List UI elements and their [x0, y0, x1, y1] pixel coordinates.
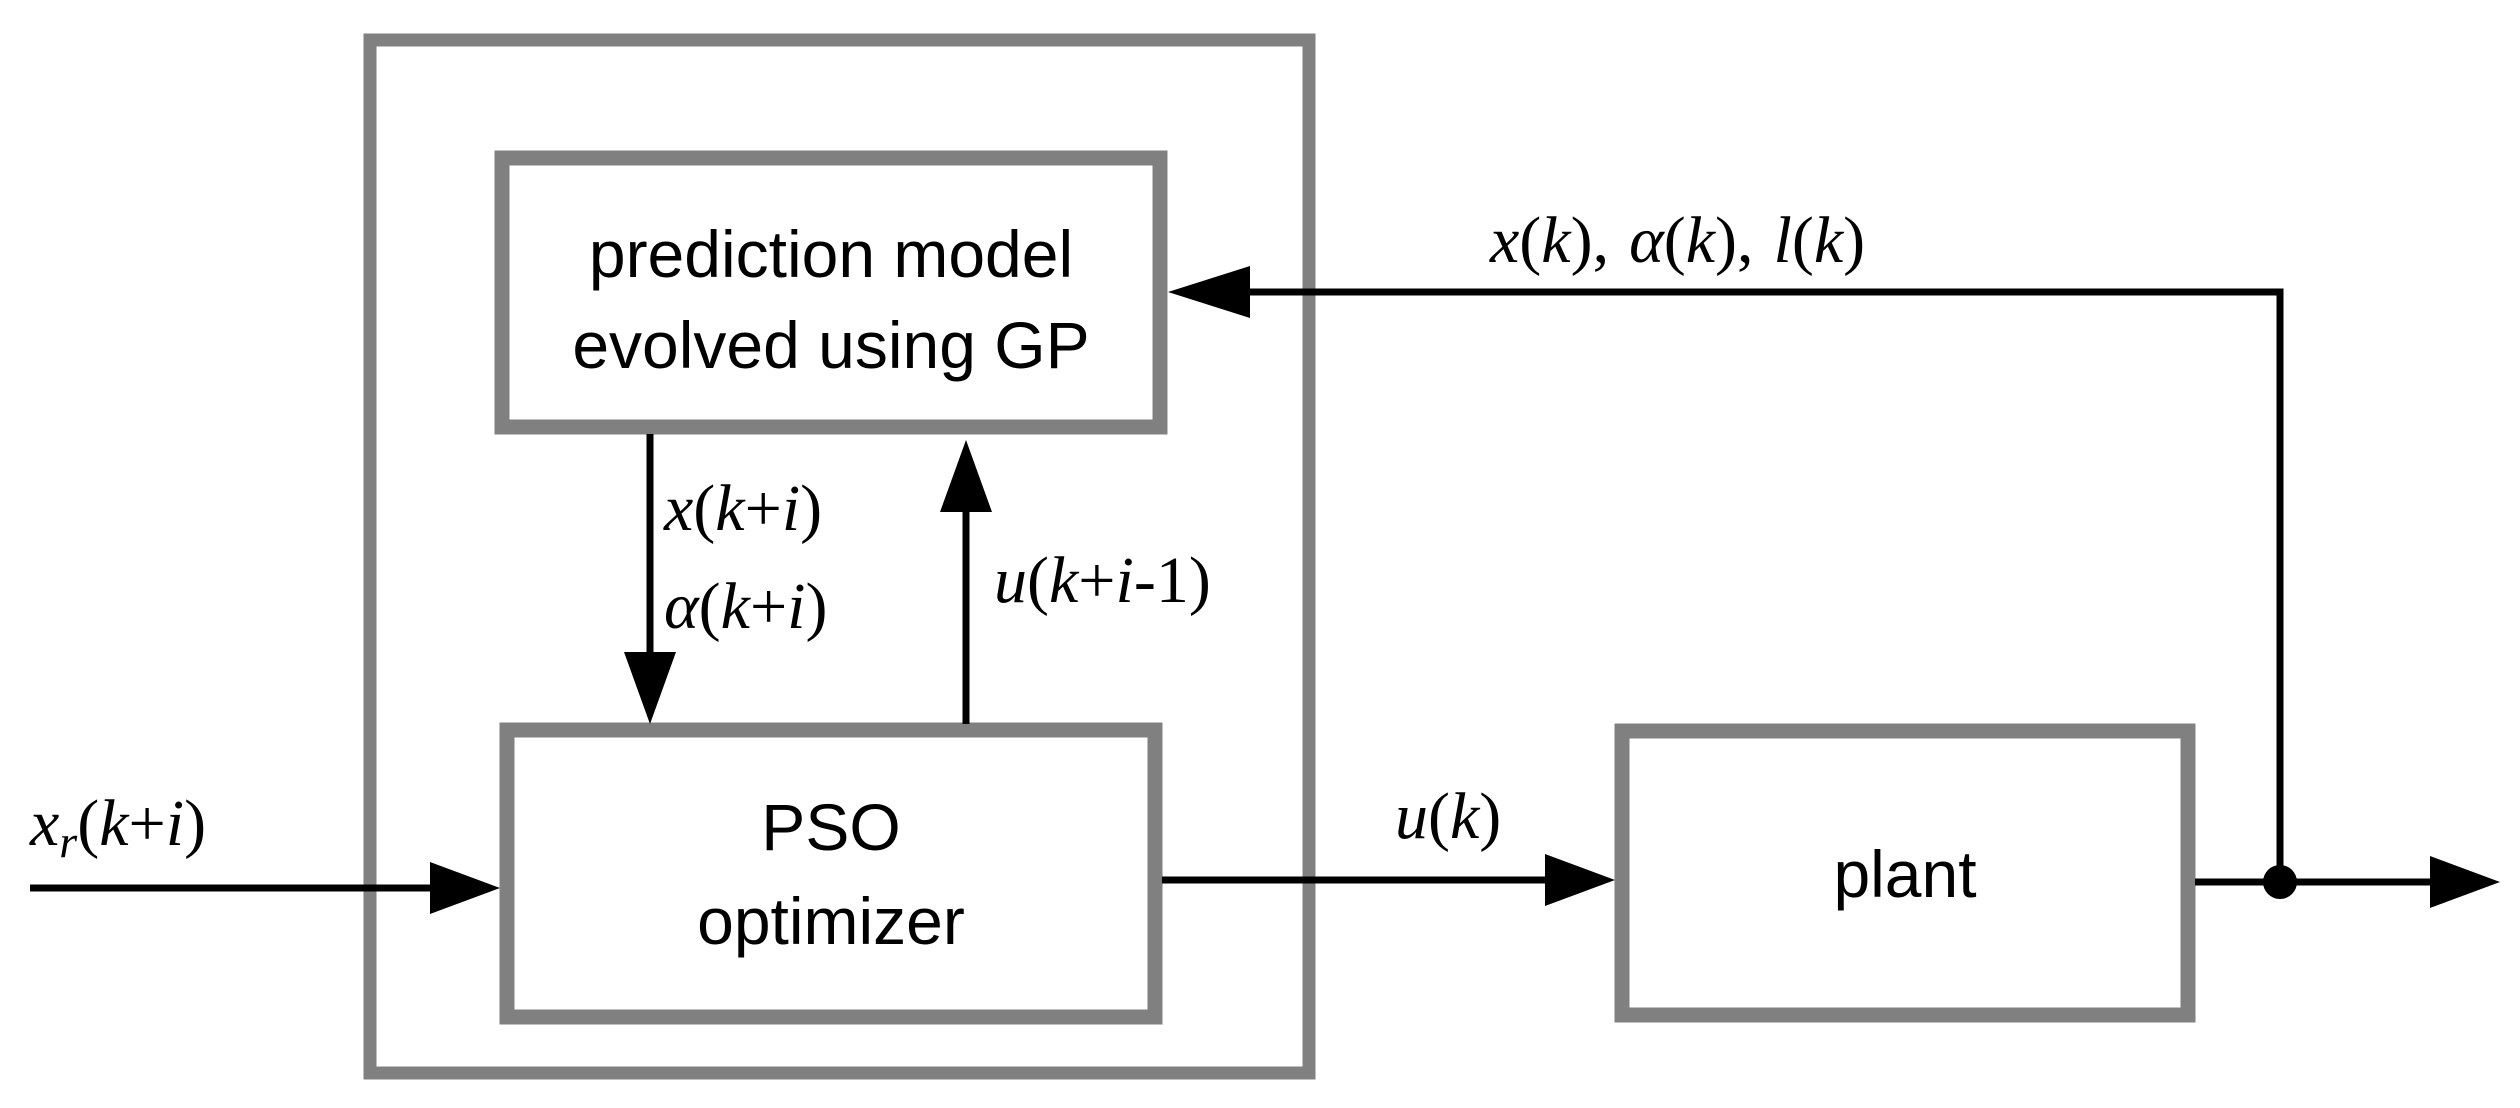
pso-optimizer-label-line1: PSO	[761, 790, 900, 864]
control-signal-arrowhead	[1545, 854, 1615, 906]
predicted-state-arrowhead	[624, 652, 676, 724]
reference-input-arrowhead	[430, 862, 500, 914]
plant-block: plant	[1614, 723, 2196, 1023]
reference-signal-label: xr(k+i)	[29, 787, 206, 867]
feedback-signal-label: x(k),α(k),l(k)	[1489, 204, 1865, 277]
predicted-control-label: u(k+i-1)	[994, 544, 1211, 617]
prediction-model-label-line2: evolved using GP	[572, 308, 1089, 382]
predicted-state-label-alpha: α(k+i)	[664, 570, 828, 643]
prediction-model-box	[494, 150, 1168, 435]
pso-optimizer-box	[499, 722, 1163, 1025]
prediction-model-label-line1: prediction model	[589, 217, 1073, 291]
feedback-line	[1240, 288, 2284, 882]
plant-label: plant	[1833, 837, 1976, 911]
plant-output-arrowhead	[2430, 856, 2500, 908]
predicted-control-arrowhead	[940, 440, 992, 512]
pso-optimizer-label-line2: optimizer	[697, 884, 965, 958]
feedback-arrowhead	[1168, 266, 1250, 318]
prediction-model-block: prediction model evolved using GP	[494, 150, 1168, 435]
predicted-state-label-x: x(k+i)	[663, 472, 822, 545]
plant-box	[1614, 723, 2196, 1023]
control-signal-label: u(k)	[1395, 780, 1501, 853]
pso-optimizer-block: PSO optimizer	[499, 722, 1163, 1025]
